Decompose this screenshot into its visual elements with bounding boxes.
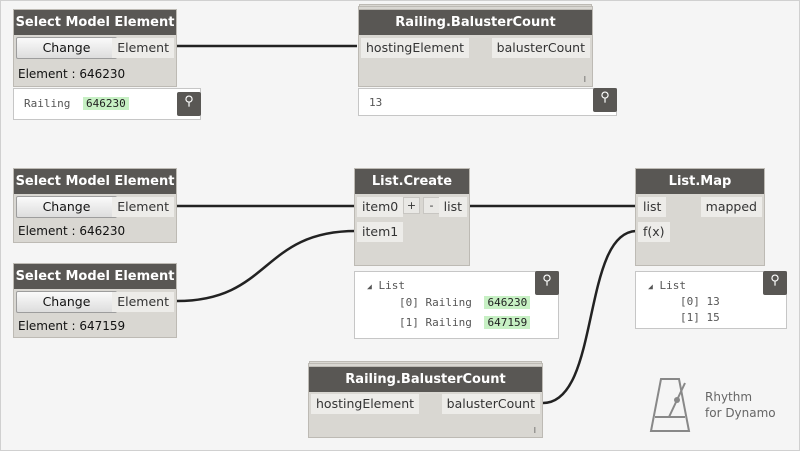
item1-input-port[interactable]: item1 (357, 222, 404, 242)
item0-input-port[interactable]: item0 (357, 197, 404, 217)
preview-type: Railing (24, 97, 71, 110)
logo-line-2: for Dynamo (705, 406, 776, 420)
list-item: [0] 13 (680, 295, 720, 308)
baluster-count-output-port[interactable]: balusterCount (441, 394, 540, 414)
rhythm-logo: Rhythm for Dynamo (649, 373, 789, 435)
metronome-icon (649, 378, 691, 432)
node-title: Select Model Element (14, 169, 176, 194)
element-output-port[interactable]: Element (112, 38, 174, 58)
element-status: Element : 647159 (18, 319, 126, 333)
node-title: Railing.BalusterCount (309, 367, 542, 392)
baluster-count-output-port[interactable]: balusterCount (491, 38, 590, 58)
list-map-node[interactable]: List.Map list f(x) mapped (635, 168, 765, 266)
railing-preview-bubble[interactable]: Railing 646230 ⚲ (13, 88, 201, 120)
hosting-element-input-port[interactable]: hostingElement (361, 38, 470, 58)
list-header: List (659, 279, 686, 292)
change-button[interactable]: Change (16, 37, 117, 59)
pin-icon[interactable]: ⚲ (593, 88, 617, 112)
logo-line-1: Rhythm (705, 390, 753, 404)
element-output-port[interactable]: Element (112, 292, 174, 312)
list-map-preview-bubble[interactable]: ◢ List [0] 13 [1] 15 ⚲ (635, 271, 787, 329)
list-input-port[interactable]: list (638, 197, 667, 217)
list-create-preview-bubble[interactable]: ◢ List [0] Railing 646230 [1] Railing 64… (354, 271, 559, 339)
node-title: List.Map (636, 169, 764, 194)
mapped-output-port[interactable]: mapped (700, 197, 762, 217)
collapse-icon[interactable]: ◢ (367, 282, 372, 291)
list-item: [0] Railing 646230 (399, 296, 531, 309)
element-output-port[interactable]: Element (112, 197, 174, 217)
list-item: [1] 15 (680, 311, 720, 324)
list-header: List (378, 279, 405, 292)
pin-icon[interactable]: ⚲ (535, 271, 559, 295)
preview-id: 646230 (82, 97, 129, 110)
railing-baluster-count-node-bottom[interactable]: Railing.BalusterCount hostingElement bal… (308, 366, 543, 438)
select-model-element-node-1[interactable]: Select Model Element Change Element Elem… (13, 9, 177, 87)
lacing-indicator[interactable]: l (583, 75, 586, 84)
node-title: Select Model Element (14, 264, 176, 289)
pin-icon[interactable]: ⚲ (763, 271, 787, 295)
list-item: [1] Railing 647159 (399, 316, 531, 329)
select-model-element-node-2[interactable]: Select Model Element Change Element Elem… (13, 168, 177, 243)
list-create-node[interactable]: List.Create item0 item1 + - list (354, 168, 470, 266)
list-output-port[interactable]: list (438, 197, 467, 217)
change-button[interactable]: Change (16, 196, 117, 218)
change-button[interactable]: Change (16, 291, 117, 313)
element-status: Element : 646230 (18, 67, 126, 81)
hosting-element-input-port[interactable]: hostingElement (311, 394, 420, 414)
remove-input-button[interactable]: - (423, 197, 440, 214)
baluster-count-preview-bubble[interactable]: 13 ⚲ (358, 88, 617, 116)
node-title: Railing.BalusterCount (359, 10, 592, 35)
element-status: Element : 646230 (18, 224, 126, 238)
select-model-element-node-3[interactable]: Select Model Element Change Element Elem… (13, 263, 177, 338)
node-title: List.Create (355, 169, 469, 194)
pin-icon[interactable]: ⚲ (177, 92, 201, 116)
wire-select3-to-item1[interactable] (176, 229, 357, 303)
collapse-icon[interactable]: ◢ (648, 282, 653, 291)
preview-value: 13 (369, 96, 383, 109)
railing-baluster-count-node-top[interactable]: Railing.BalusterCount hostingElement bal… (358, 9, 593, 87)
function-input-port[interactable]: f(x) (638, 222, 670, 242)
node-title: Select Model Element (14, 10, 176, 35)
add-input-button[interactable]: + (403, 197, 420, 214)
lacing-indicator[interactable]: l (533, 426, 536, 435)
